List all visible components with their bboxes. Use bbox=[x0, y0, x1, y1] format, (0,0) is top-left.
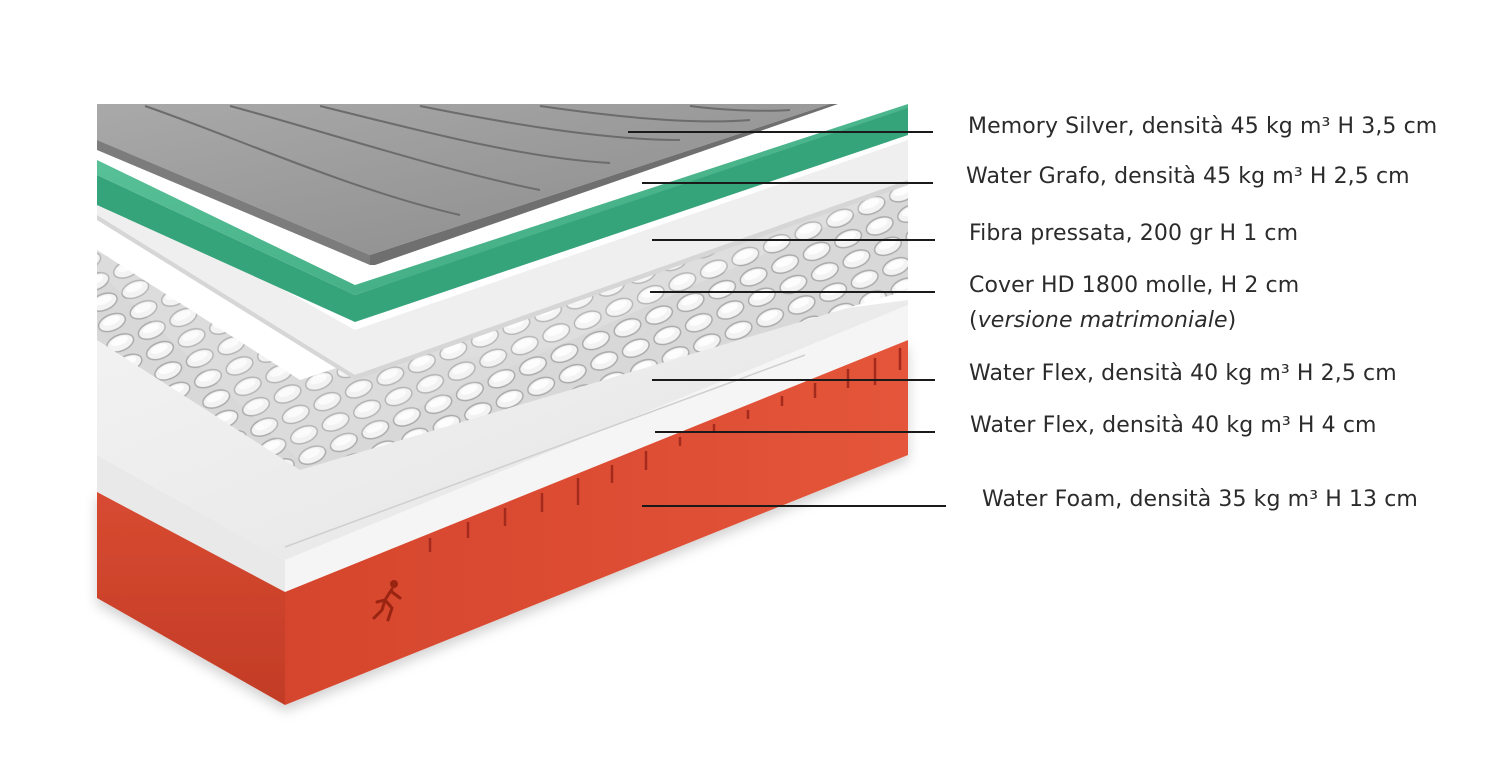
memory-silver-layer bbox=[97, 104, 838, 265]
note-close-paren: ) bbox=[1227, 308, 1237, 333]
label-cover-hd-note: (versione matrimoniale) bbox=[969, 308, 1299, 333]
label-water-flex-2: Water Flex, densità 40 kg m³ H 4 cm bbox=[970, 413, 1377, 438]
label-memory-silver: Memory Silver, densità 45 kg m³ H 3,5 cm bbox=[968, 114, 1438, 139]
note-open-paren: ( bbox=[969, 308, 978, 333]
note-italic-text: versione matrimoniale bbox=[977, 308, 1228, 333]
label-cover-hd-main: Cover HD 1800 molle, H 2 cm bbox=[969, 273, 1300, 298]
label-fibra-pressata: Fibra pressata, 200 gr H 1 cm bbox=[969, 221, 1299, 246]
label-water-flex-1: Water Flex, densità 40 kg m³ H 2,5 cm bbox=[969, 361, 1397, 386]
label-water-foam: Water Foam, densità 35 kg m³ H 13 cm bbox=[982, 487, 1418, 512]
leader-lines bbox=[628, 131, 946, 507]
fibra-pressata-layer bbox=[97, 140, 908, 380]
running-person-icon bbox=[372, 580, 402, 622]
label-cover-hd: Cover HD 1800 molle, H 2 cm (versione ma… bbox=[969, 273, 1299, 333]
label-water-grafo: Water Grafo, densità 45 kg m³ H 2,5 cm bbox=[966, 164, 1410, 189]
